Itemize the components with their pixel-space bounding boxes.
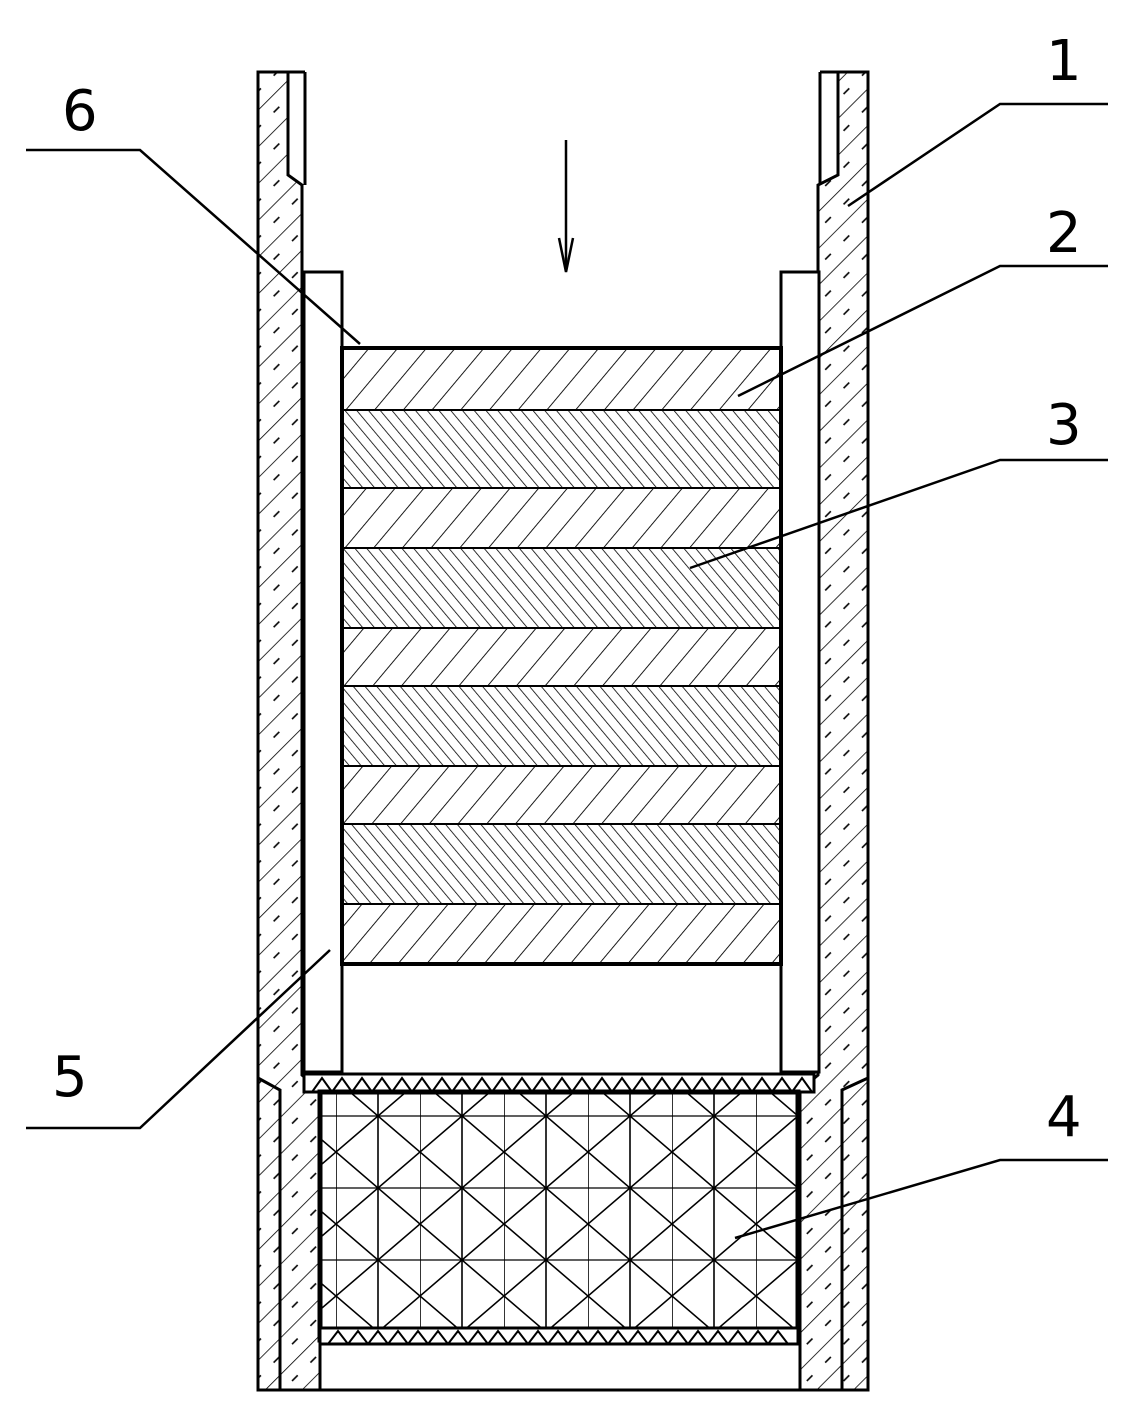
leader-line-6 — [26, 148, 361, 345]
layer-b-3 — [341, 685, 782, 767]
label-2: 2 — [1046, 201, 1082, 266]
label-6: 6 — [62, 79, 98, 144]
layer-stack-outline — [340, 346, 783, 966]
layer-a-4 — [341, 765, 782, 825]
outer-tube — [256, 70, 870, 1392]
layer-a-3 — [341, 627, 782, 687]
label-4: 4 — [1046, 1085, 1082, 1150]
layer-stack — [340, 346, 783, 966]
layer-a-2 — [341, 487, 782, 549]
label-5: 5 — [52, 1045, 88, 1110]
flow-arrow — [557, 140, 575, 273]
leader-line-2 — [737, 264, 1108, 398]
lattice-element — [317, 1089, 801, 1343]
lower-mesh-screen — [318, 1326, 800, 1346]
layer-a-5 — [341, 903, 782, 965]
leader-line-4 — [734, 1158, 1108, 1240]
leader-line-1 — [847, 102, 1108, 208]
upper-mesh-screen — [302, 1072, 816, 1094]
inner-sleeve-left-wall — [302, 270, 344, 1074]
label-3: 3 — [1046, 393, 1082, 458]
label-1: 1 — [1046, 29, 1082, 94]
inner-sleeve-right-wall — [779, 270, 821, 1074]
reference-labels: 1 2 3 4 5 6 — [52, 29, 1082, 1150]
outer-tube-left-step — [257, 1076, 282, 1390]
leader-lines — [26, 102, 1108, 1240]
outer-tube-right-step — [840, 1076, 869, 1390]
layer-b-4 — [341, 823, 782, 905]
inner-sleeve — [302, 270, 821, 1074]
leader-line-5 — [26, 949, 331, 1130]
leader-line-3 — [689, 458, 1108, 570]
layer-b-1 — [341, 409, 782, 489]
layer-a-1 — [341, 347, 782, 411]
